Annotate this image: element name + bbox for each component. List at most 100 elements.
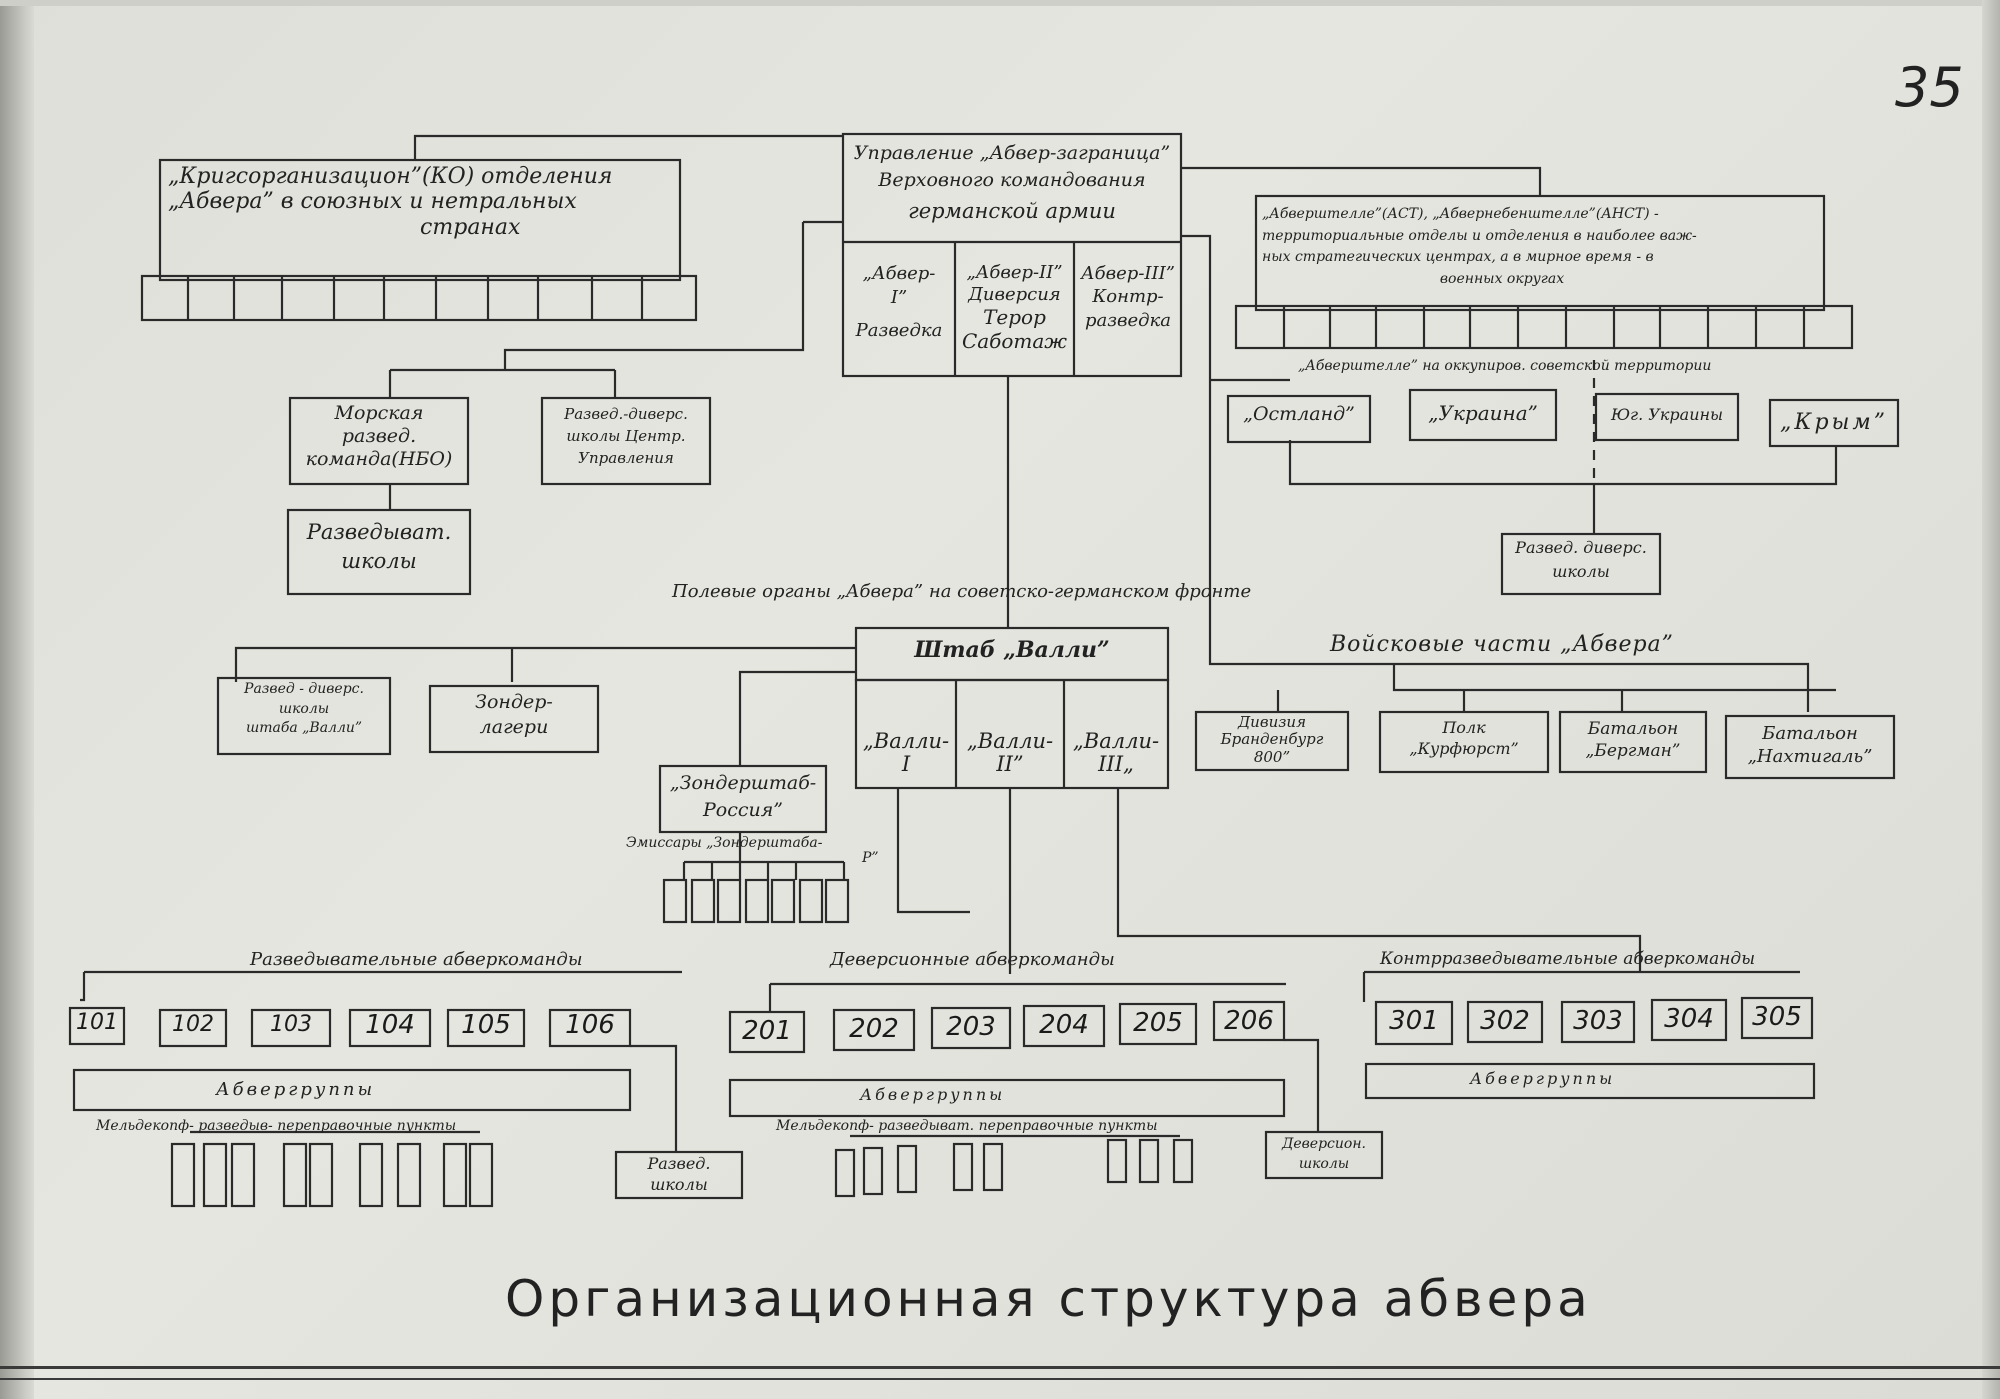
counter-groups-bar [1364, 1062, 1816, 1100]
naval-text: Морская развед. команда(НБО) [290, 402, 468, 470]
ostland-label: „Остланд” [1243, 403, 1355, 425]
cmd-101: 101 [76, 1010, 118, 1035]
cmd-305: 305 [1752, 1002, 1802, 1032]
ast-line-4: военных округах [1439, 271, 1565, 288]
ostland-box [1226, 394, 1372, 444]
central-line-2: Верховного командования [878, 168, 1146, 191]
central-text: Управление „Абвер-заграница” Верховного … [850, 140, 1174, 227]
abwer1-line-1: „Абвер- [862, 263, 936, 284]
cmd-302: 302 [1480, 1006, 1530, 1036]
ast-cells [1234, 304, 1854, 350]
field-schools-text: Развед - диверс. школы штаба „Валли” [218, 680, 390, 739]
valli-1-line-2: I [901, 752, 911, 777]
valli-2-line-2: II” [996, 752, 1024, 777]
nachtigal-text: Батальон „Нахтигаль” [1726, 722, 1894, 769]
ast-text: „Абверштелле”(АСТ), „Абвернебенштелле”(А… [1262, 204, 1742, 291]
recon-schools-bottom-line-2: школы [650, 1174, 708, 1194]
schools-center-line-1: Развед.-диверс. [564, 405, 688, 423]
ko-line-3: странах [420, 214, 521, 240]
valli-hq-label: Штаб „Валли” [914, 637, 1110, 663]
brandenburg-line-2: Бранденбург [1220, 730, 1324, 749]
naval-line-1: Морская [334, 402, 424, 424]
counter-heading: Контрразведывательные абверкоманды [1380, 949, 1756, 969]
bergman-box [1558, 710, 1708, 774]
cmd-301: 301 [1389, 1006, 1439, 1036]
occupied-schools-line-2: школы [1552, 562, 1610, 581]
recon-schools-line-2: школы [341, 549, 417, 574]
bergman-text: Батальон „Бергман” [1560, 718, 1706, 762]
nachtigal-line-1: Батальон [1762, 723, 1858, 744]
cmd-201: 201 [742, 1016, 792, 1046]
div-point-cells [834, 1134, 1194, 1198]
crimea-label: „Крым” [1780, 410, 1888, 435]
recon-points-label: Мельдекопф- разведыв- переправочные пунк… [96, 1118, 457, 1134]
div-points-label: Мельдекопф- разведыват. переправочные пу… [776, 1118, 1158, 1134]
counter-groups-label: Абвергруппы [1470, 1069, 1616, 1088]
recon-schools-line-1: Разведыват. [306, 520, 452, 544]
recon-schools-bottom-text: Развед. школы [616, 1154, 742, 1196]
brandenburg-line-3: 800” [1253, 747, 1291, 766]
camps-box [428, 684, 600, 754]
south-ukraine-box [1594, 392, 1740, 442]
camps-line-2: лагери [479, 715, 549, 738]
naval-line-3: команда(НБО) [305, 447, 453, 470]
occupied-schools-text: Развед. диверс. школы [1502, 536, 1660, 584]
bergman-line-2: „Бергман” [1585, 741, 1681, 762]
kurfurst-line-2: „Курфюрст” [1409, 738, 1519, 758]
cmd-304: 304 [1664, 1004, 1714, 1034]
div-schools-box [1264, 1130, 1384, 1180]
kurfurst-line-1: Полк [1442, 718, 1486, 737]
occupied-schools-line-1: Развед. диверс. [1515, 538, 1647, 557]
page-title: Организационная структура абвера [505, 1270, 1592, 1328]
sonder-line-1: „Зондерштаб- [669, 772, 817, 794]
ko-text: „Кригсорганизацион”(КО) отделения „Абвер… [168, 164, 613, 240]
field-schools-line-3: штаба „Валли” [245, 720, 363, 737]
recon-groups-label: Абвергруппы [216, 1079, 376, 1100]
abwer1-text: „Абвер- I” Разведка [846, 262, 952, 343]
camps-line-1: Зондер- [475, 691, 553, 713]
occupied-schools-box [1500, 532, 1662, 596]
div-groups-label: Абвергруппы [860, 1085, 1006, 1104]
camps-text: Зондер- лагери [430, 690, 598, 739]
kurfurst-box [1378, 710, 1550, 774]
emissaries-text: Эмиссары „Зондерштаба- Р” [626, 835, 879, 867]
brandenburg-box [1194, 710, 1350, 772]
valli-2-text: „Валли- II” [958, 729, 1062, 777]
brandenburg-text: Дивизия Бранденбург 800” [1196, 713, 1348, 766]
valli-1-line-1: „Валли- [862, 729, 950, 753]
abwer3-line-1: Абвер-III” [1081, 263, 1175, 284]
abwer3-line-2: Контр- [1092, 286, 1164, 308]
div-schools-line-1: Деверсион. [1281, 1136, 1367, 1152]
cmd-103: 103 [270, 1012, 312, 1037]
naval-box [288, 396, 470, 486]
central-box [841, 132, 1183, 378]
naval-line-2: развед. [341, 424, 417, 447]
abwer1-line-2: I” [890, 287, 908, 309]
sonder-line-2: Россия” [702, 798, 784, 821]
schools-center-box [540, 396, 712, 486]
occupied-heading: „Абверштелле” на оккупиров. советской те… [1298, 358, 1712, 374]
military-heading: Войсковые части „Абвера” [1330, 632, 1674, 657]
ko-box [158, 158, 682, 282]
cmd-106: 106 [565, 1010, 615, 1040]
south-ukraine-label: Юг. Украины [1610, 405, 1724, 424]
page-number: 35 [1895, 56, 1964, 119]
ko-line-2: „Абвера” в союзных и нетральных [168, 189, 577, 215]
kurfurst-text: Полк „Курфюрст” [1380, 718, 1548, 760]
div-groups-bar [728, 1078, 1286, 1118]
bottom-rule-1 [0, 1366, 2000, 1369]
recon-schools-bottom-line-1: Развед. [647, 1154, 711, 1173]
div-heading: Деверсионные абверкоманды [830, 949, 1115, 970]
valli-1-text: „Валли- I [858, 729, 954, 777]
cmd-206: 206 [1224, 1006, 1274, 1036]
recon-groups-bar [72, 1068, 632, 1112]
ast-line-2: территориальные отделы и отделения в наи… [1262, 227, 1697, 244]
abwer2-text: „Абвер-II” Диверсия Терор Саботаж [957, 262, 1072, 353]
cmd-303: 303 [1573, 1006, 1623, 1036]
abwer2-line-2: Диверсия [968, 283, 1061, 305]
cmd-202: 202 [849, 1014, 899, 1044]
schools-center-line-3: Управления [578, 448, 674, 467]
abwer2-line-1: „Абвер-II” [966, 262, 1063, 283]
crimea-box [1768, 398, 1900, 448]
